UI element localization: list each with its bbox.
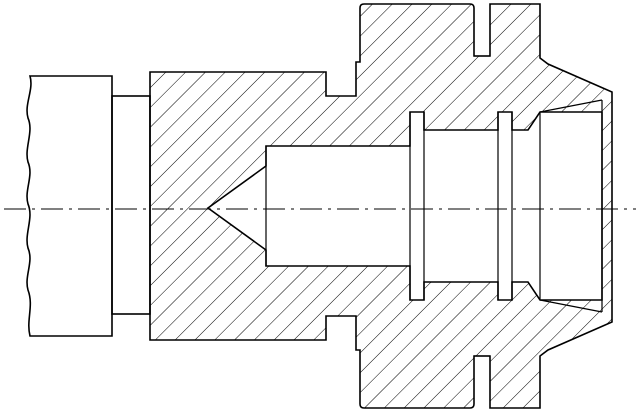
stock-end: [26, 75, 113, 337]
chamfer-bottom: [539, 299, 603, 313]
neck: [111, 95, 151, 315]
chamfer-top: [539, 99, 603, 113]
bore: [206, 111, 603, 301]
